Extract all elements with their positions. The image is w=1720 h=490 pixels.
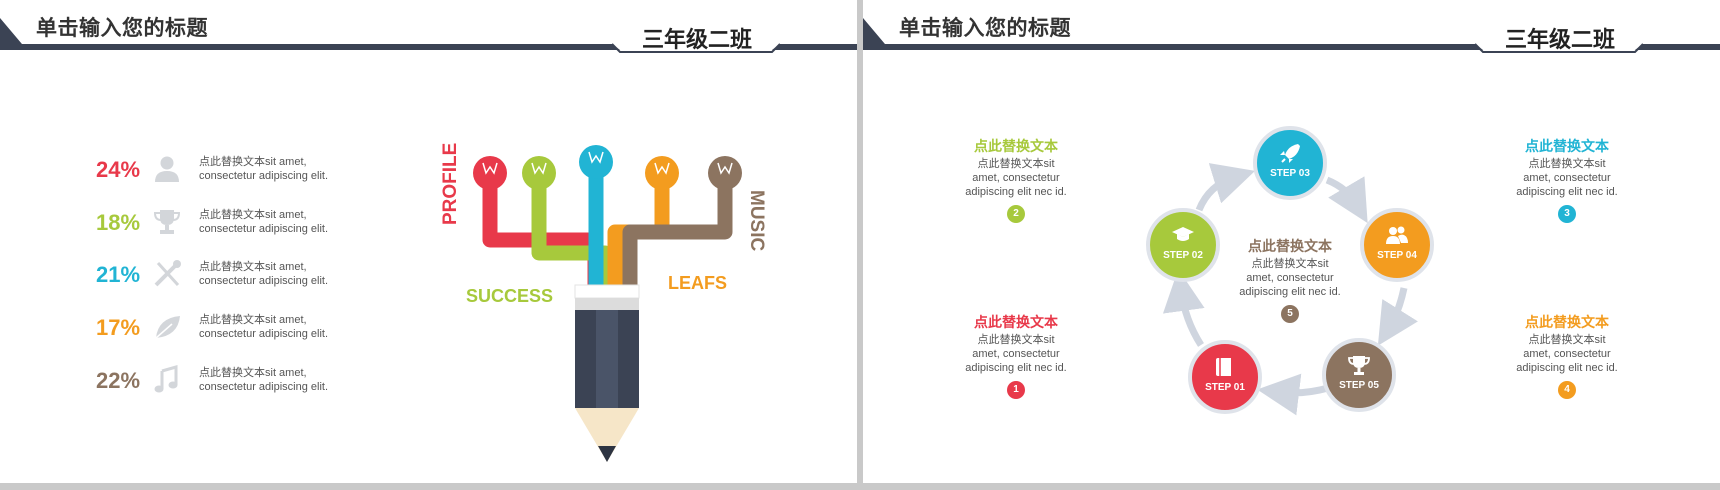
text-line: adipiscing elit nec id.	[1516, 362, 1618, 374]
class-name[interactable]: 三年级二班	[1505, 27, 1616, 52]
text-line: adipiscing elit nec id.	[965, 186, 1067, 198]
text-line: amet, consectetur	[1246, 272, 1334, 284]
header-bar	[0, 18, 857, 53]
stat-description: 点此替换文本sit amet, consectetur adipiscing e…	[199, 313, 369, 341]
tools-icon	[154, 260, 181, 287]
desc-line: consectetur adipiscing elit.	[199, 223, 329, 235]
lightbulb-icon	[579, 145, 613, 179]
box-text: 点此替换文本sit amet, consectetur adipiscing e…	[946, 333, 1086, 375]
number-badge: 5	[1281, 305, 1299, 323]
desc-line: 点此替换文本sit amet,	[199, 367, 307, 379]
box-title: 点此替换文本	[974, 138, 1058, 154]
step-05-circle[interactable]: STEP 05	[1322, 338, 1396, 412]
pencil-bulb-graphic	[473, 145, 742, 462]
lightbulb-icon	[522, 156, 556, 190]
stat-description: 点此替换文本sit amet, consectetur adipiscing e…	[199, 366, 369, 394]
rocket-icon	[1280, 144, 1300, 163]
stat-percent: 18%	[96, 210, 141, 235]
slide-step-cycle: 单击输入您的标题 三年级二班 点此替换文本 点此替换文本sit amet, co…	[863, 0, 1720, 483]
text-line: adipiscing elit nec id.	[1239, 286, 1341, 298]
text-line: amet, consectetur	[1523, 172, 1611, 184]
step-label: STEP 05	[1339, 380, 1379, 391]
box-text: 点此替换文本sit amet, consectetur adipiscing e…	[1497, 333, 1637, 375]
step-label: STEP 04	[1377, 250, 1417, 261]
box-text: 点此替换文本sit amet, consectetur adipiscing e…	[946, 157, 1086, 199]
desc-line: 点此替换文本sit amet,	[199, 209, 307, 221]
step-04-circle[interactable]: STEP 04	[1360, 208, 1434, 282]
box-title: 点此替换文本	[974, 314, 1058, 330]
stat-description: 点此替换文本sit amet, consectetur adipiscing e…	[199, 260, 369, 288]
lightbulb-icon	[708, 156, 742, 190]
text-line: amet, consectetur	[972, 348, 1060, 360]
center-title: 点此替换文本	[1248, 238, 1332, 254]
slide-title[interactable]: 单击输入您的标题	[899, 17, 1071, 40]
graduation-cap-icon	[1172, 227, 1194, 241]
text-line: amet, consectetur	[972, 172, 1060, 184]
text-line: adipiscing elit nec id.	[965, 362, 1067, 374]
header-bar	[863, 18, 1720, 53]
box-title: 点此替换文本	[1525, 314, 1609, 330]
step-02-circle[interactable]: STEP 02	[1146, 208, 1220, 282]
text-line: 点此替换文本sit	[1528, 334, 1606, 346]
stat-percent: 22%	[96, 368, 141, 393]
users-icon	[1386, 226, 1408, 244]
leaf-icon	[155, 316, 180, 339]
stat-percent: 21%	[96, 262, 141, 287]
box-text: 点此替换文本sit amet, consectetur adipiscing e…	[1497, 157, 1637, 199]
label-profile: PROFILE	[440, 142, 461, 225]
text-line: adipiscing elit nec id.	[1516, 186, 1618, 198]
box-title: 点此替换文本	[1525, 138, 1609, 154]
center-text: 点此替换文本sit amet, consectetur adipiscing e…	[1220, 257, 1360, 299]
text-line: 点此替换文本sit	[977, 334, 1055, 346]
label-music: MUSIC	[746, 190, 767, 252]
trophy-icon	[1348, 356, 1370, 375]
number-badge: 4	[1558, 381, 1576, 399]
lightbulb-icon	[645, 156, 679, 190]
text-line: 点此替换文本sit	[977, 158, 1055, 170]
step-01-circle[interactable]: STEP 01	[1188, 340, 1262, 414]
step-label: STEP 01	[1205, 382, 1245, 393]
stat-percent: 24%	[96, 157, 141, 182]
slide-pencil-infographic: 单击输入您的标题 三年级二班 24% 点此替换文本sit amet, conse…	[0, 0, 857, 483]
step-03-circle[interactable]: STEP 03	[1253, 126, 1327, 200]
text-line: 点此替换文本sit	[1528, 158, 1606, 170]
stat-description: 点此替换文本sit amet, consectetur adipiscing e…	[199, 208, 369, 236]
desc-line: 点此替换文本sit amet,	[199, 156, 307, 168]
text-line: 点此替换文本sit	[1251, 258, 1329, 270]
text-line: amet, consectetur	[1523, 348, 1611, 360]
number-badge: 2	[1007, 205, 1025, 223]
step-label: STEP 03	[1270, 168, 1310, 179]
label-success: SUCCESS	[466, 286, 554, 306]
desc-line: consectetur adipiscing elit.	[199, 381, 329, 393]
stat-percent: 17%	[96, 315, 141, 340]
desc-line: consectetur adipiscing elit.	[199, 170, 329, 182]
music-note-icon	[154, 365, 178, 393]
trophy-icon	[153, 210, 181, 234]
desc-line: 点此替换文本sit amet,	[199, 261, 307, 273]
number-badge: 1	[1007, 381, 1025, 399]
class-name[interactable]: 三年级二班	[642, 27, 753, 52]
number-badge: 3	[1558, 205, 1576, 223]
step-label: STEP 02	[1163, 250, 1203, 261]
label-leafs: LEAFS	[668, 273, 728, 293]
desc-line: consectetur adipiscing elit.	[199, 328, 329, 340]
book-icon	[1216, 358, 1231, 376]
user-icon	[155, 156, 179, 182]
desc-line: consectetur adipiscing elit.	[199, 275, 329, 287]
desc-line: 点此替换文本sit amet,	[199, 314, 307, 326]
lightbulb-icon	[473, 156, 507, 190]
stat-description: 点此替换文本sit amet, consectetur adipiscing e…	[199, 155, 369, 183]
slide-title[interactable]: 单击输入您的标题	[36, 17, 208, 40]
